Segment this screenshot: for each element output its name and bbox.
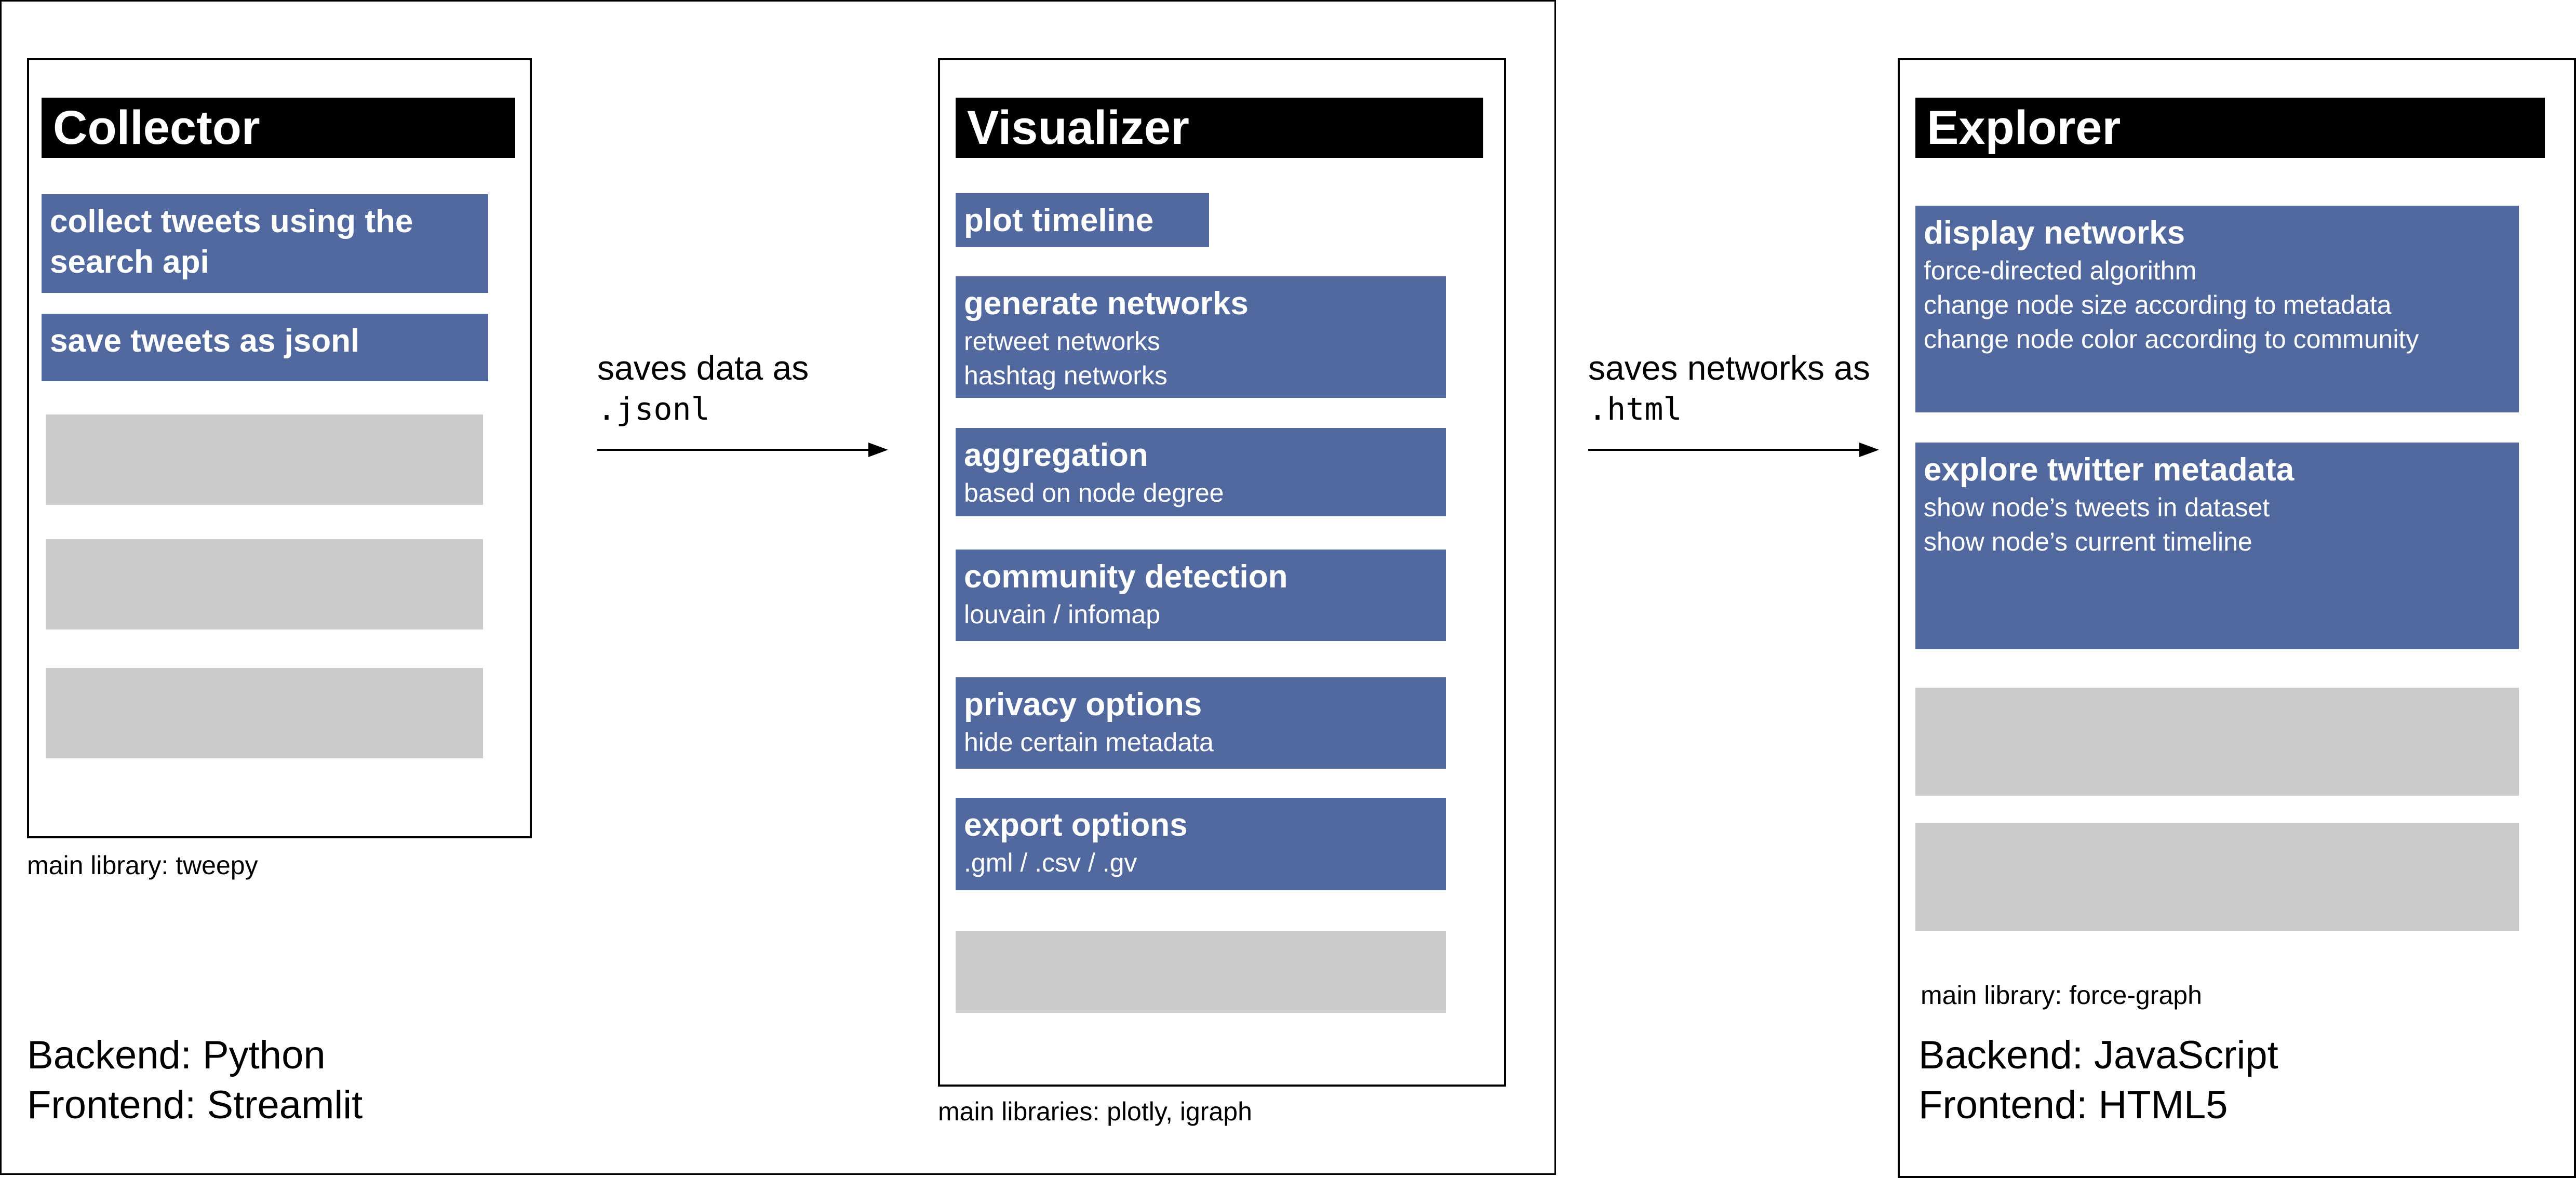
visualizer-placeholder-block <box>956 931 1446 1013</box>
explorer-frontend: Frontend: HTML5 <box>1918 1083 2228 1127</box>
feature-title: explore twitter metadata <box>1924 452 2295 488</box>
visualizer-feature-plot-timeline: plot timeline <box>956 193 1209 247</box>
feature-desc: show node’s current timeline <box>1924 527 2252 556</box>
edge-label-saves-data: saves data as .jsonl <box>597 347 809 430</box>
collector-title: Collector <box>42 98 515 158</box>
edge-label-saves-networks: saves networks as .html <box>1588 347 1870 430</box>
feature-title: aggregation <box>964 437 1148 473</box>
feature-title: privacy options <box>964 687 1202 722</box>
collector-feature-save-tweets: save tweets as jsonl <box>42 314 488 381</box>
visualizer-feature-community-detection: community detection louvain / infomap <box>956 550 1446 641</box>
feature-desc: based on node degree <box>964 478 1224 507</box>
edge-label-text: saves networks as <box>1588 349 1870 387</box>
visualizer-title: Visualizer <box>956 98 1483 158</box>
collector-placeholder-block <box>46 414 483 505</box>
explorer-placeholder-block <box>1915 688 2519 796</box>
feature-title: save tweets as jsonl <box>50 323 360 359</box>
visualizer-feature-export-options: export options .gml / .csv / .gv <box>956 798 1446 890</box>
explorer-feature-explore-metadata: explore twitter metadata show node’s twe… <box>1915 443 2519 649</box>
feature-desc: .gml / .csv / .gv <box>964 848 1137 877</box>
edge-label-text: saves data as <box>597 349 809 387</box>
feature-desc: hide certain metadata <box>964 728 1214 757</box>
feature-title: generate networks <box>964 286 1249 322</box>
collector-feature-collect-tweets: collect tweets using the search api <box>42 194 488 293</box>
feature-title: community detection <box>964 559 1288 595</box>
collector-placeholder-block <box>46 668 483 758</box>
collector-placeholder-block <box>46 539 483 630</box>
visualizer-library-note: main libraries: plotly, igraph <box>938 1097 1252 1126</box>
edge-label-format: .html <box>1588 391 1682 427</box>
feature-desc: change node size according to metadata <box>1924 290 2392 319</box>
edge-label-format: .jsonl <box>597 391 710 427</box>
feature-title: plot timeline <box>964 203 1154 238</box>
feature-desc: retweet networks <box>964 327 1160 356</box>
feature-desc: louvain / infomap <box>964 600 1161 629</box>
explorer-title: Explorer <box>1915 98 2545 158</box>
feature-title: display networks <box>1924 215 2185 251</box>
feature-desc: hashtag networks <box>964 361 1168 390</box>
collector-frontend: Frontend: Streamlit <box>27 1083 363 1127</box>
feature-title: collect tweets using the search api <box>50 204 413 280</box>
collector-visualizer-frame <box>0 0 1556 1175</box>
feature-desc: change node color according to community <box>1924 325 2419 354</box>
explorer-backend: Backend: JavaScript <box>1918 1033 2278 1077</box>
explorer-feature-display-networks: display networks force-directed algorith… <box>1915 206 2519 412</box>
visualizer-feature-generate-networks: generate networks retweet networks hasht… <box>956 276 1446 398</box>
visualizer-feature-aggregation: aggregation based on node degree <box>956 428 1446 516</box>
arrow-visualizer-to-explorer <box>1588 443 1879 457</box>
feature-title: export options <box>964 807 1188 843</box>
visualizer-feature-privacy-options: privacy options hide certain metadata <box>956 677 1446 769</box>
explorer-library-note: main library: force-graph <box>1921 981 2202 1010</box>
explorer-placeholder-block <box>1915 823 2519 931</box>
collector-backend: Backend: Python <box>27 1033 326 1077</box>
feature-desc: force-directed algorithm <box>1924 256 2197 285</box>
collector-library-note: main library: tweepy <box>27 851 258 880</box>
feature-desc: show node’s tweets in dataset <box>1924 493 2270 522</box>
arrow-collector-to-visualizer <box>597 443 888 457</box>
